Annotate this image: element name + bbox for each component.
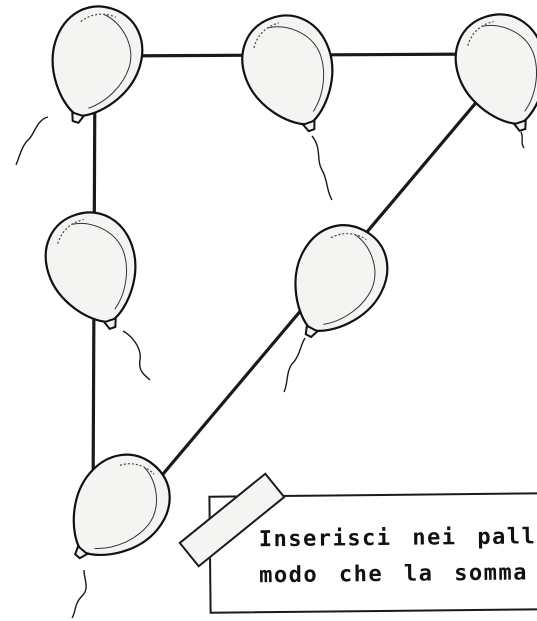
balloon-string <box>520 131 525 149</box>
instruction-text-line-2: modo che la somma <box>259 560 529 589</box>
balloon-string <box>122 330 151 381</box>
balloon-string <box>15 116 49 166</box>
balloon-top-middle[interactable] <box>228 2 354 147</box>
balloon-string <box>283 337 306 393</box>
balloon-strings <box>15 116 525 619</box>
balloon-string <box>71 569 87 619</box>
balloon-bottom-left[interactable] <box>42 435 189 586</box>
balloon-hypotenuse-middle[interactable] <box>268 208 405 358</box>
balloon-string <box>311 135 333 201</box>
instruction-text-line-1: Inserisci nei pallo <box>258 524 537 553</box>
